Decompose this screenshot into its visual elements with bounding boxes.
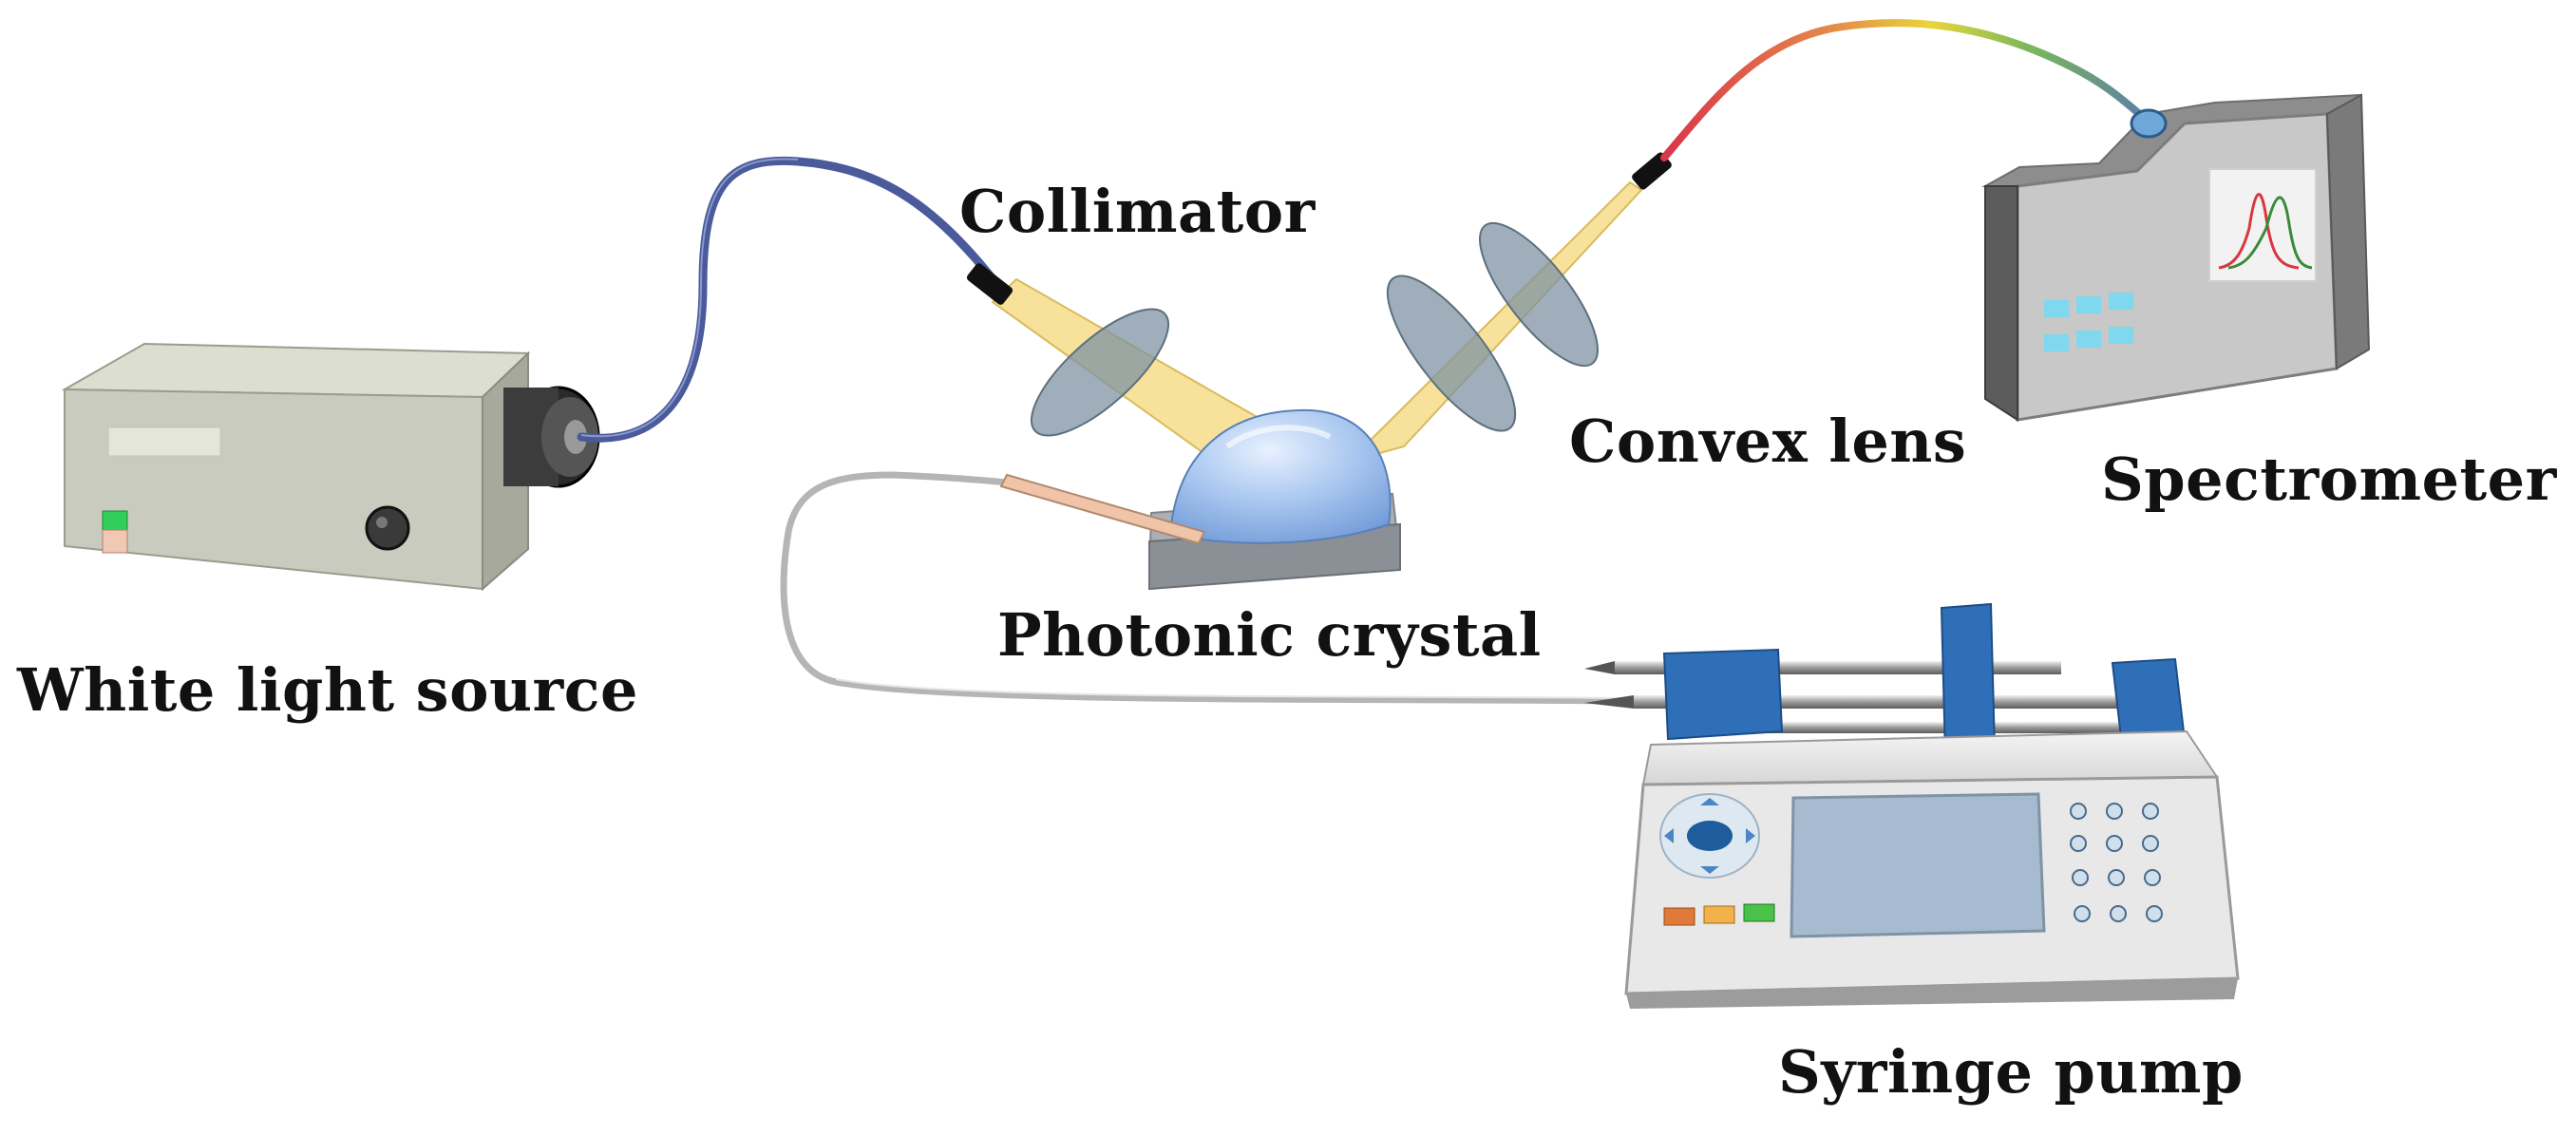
pump-key-orange — [1703, 905, 1735, 924]
collimator-output-icon — [1632, 152, 1672, 190]
photonic-crystal-dome — [1168, 408, 1392, 544]
syringe-pump-device — [1584, 602, 2240, 1009]
spectrometer-right-side — [2325, 93, 2371, 370]
intensity-knob-icon — [365, 505, 410, 551]
convex-lens-right-a — [1386, 275, 1517, 432]
spectrometer-button — [2044, 300, 2069, 317]
pump-keypad — [2070, 803, 2163, 922]
pump-enter-button — [1687, 821, 1733, 851]
spectrometer-port-icon — [2130, 108, 2168, 139]
dpad-down-arrow — [1700, 866, 1719, 874]
photonic-crystal — [1147, 408, 1402, 591]
spectrum-display — [2208, 168, 2317, 282]
white-light-source — [61, 342, 600, 592]
light-source-front — [64, 388, 483, 591]
label-photonic-crystal: Photonic crystal — [997, 600, 1542, 670]
keypad-key — [2110, 905, 2127, 922]
sample-tube — [780, 471, 1626, 705]
power-switch-icon — [102, 510, 128, 531]
keypad-key — [2070, 835, 2087, 852]
light-source-top — [61, 342, 531, 399]
keypad-key — [2074, 905, 2091, 922]
keypad-key — [2106, 803, 2123, 820]
light-source-window — [107, 426, 221, 457]
syringe-pusher-block — [1940, 602, 1997, 758]
syringe-tip — [1584, 695, 1634, 709]
spectrometer-button — [2044, 334, 2069, 351]
power-switch-base — [102, 529, 128, 554]
keypad-key — [2146, 905, 2163, 922]
label-convex-lens: Convex lens — [1569, 407, 1967, 476]
spectrometer-button — [2109, 293, 2133, 310]
keypad-key — [2144, 869, 2161, 886]
label-white-light-source: White light source — [17, 655, 638, 725]
sample-tube-highlight — [835, 678, 1623, 699]
spectrometer-left-side — [1984, 185, 2018, 422]
fiber-cable-input — [577, 156, 1002, 443]
convex-lens-left — [1030, 308, 1170, 437]
pump-key-red — [1663, 907, 1695, 926]
keypad-key — [2142, 803, 2159, 820]
spectrometer-button — [2076, 331, 2101, 348]
spectrometer-device — [1981, 93, 2371, 422]
label-syringe-pump: Syringe pump — [1778, 1037, 2244, 1107]
pump-bottom — [1626, 978, 2238, 1009]
collimator-icon — [966, 263, 1013, 305]
syringe-tip — [1584, 661, 1615, 674]
output-port-core — [564, 420, 587, 454]
label-collimator: Collimator — [959, 177, 1316, 246]
pump-lcd-screen — [1790, 792, 2046, 938]
keypad-key — [2106, 835, 2123, 852]
fiber-highlight-input — [580, 158, 799, 438]
keypad-key — [2108, 869, 2125, 886]
injection-needle — [999, 473, 1206, 545]
label-spectrometer: Spectrometer — [2101, 445, 2557, 514]
pump-key-green — [1743, 903, 1775, 922]
keypad-key — [2072, 869, 2089, 886]
dpad-up-arrow — [1700, 798, 1719, 805]
spectrometer-button — [2109, 327, 2133, 344]
keypad-key — [2142, 835, 2159, 852]
dpad-right-arrow — [1746, 828, 1755, 843]
syringe-rod — [1681, 722, 2175, 733]
syringe-clamp-left — [1662, 648, 1784, 741]
dome-highlight — [1225, 425, 1332, 449]
spectrometer-button — [2076, 296, 2101, 313]
spectrum-curve-green — [2227, 196, 2313, 270]
knob-highlight — [376, 517, 388, 528]
dpad-left-arrow — [1664, 828, 1674, 843]
keypad-key — [2070, 803, 2087, 820]
fiber-cable-output — [1660, 19, 2152, 161]
spectrum-curve-red — [2218, 193, 2300, 270]
pump-top — [1641, 729, 2219, 786]
convex-lens-right-b — [1478, 221, 1600, 368]
